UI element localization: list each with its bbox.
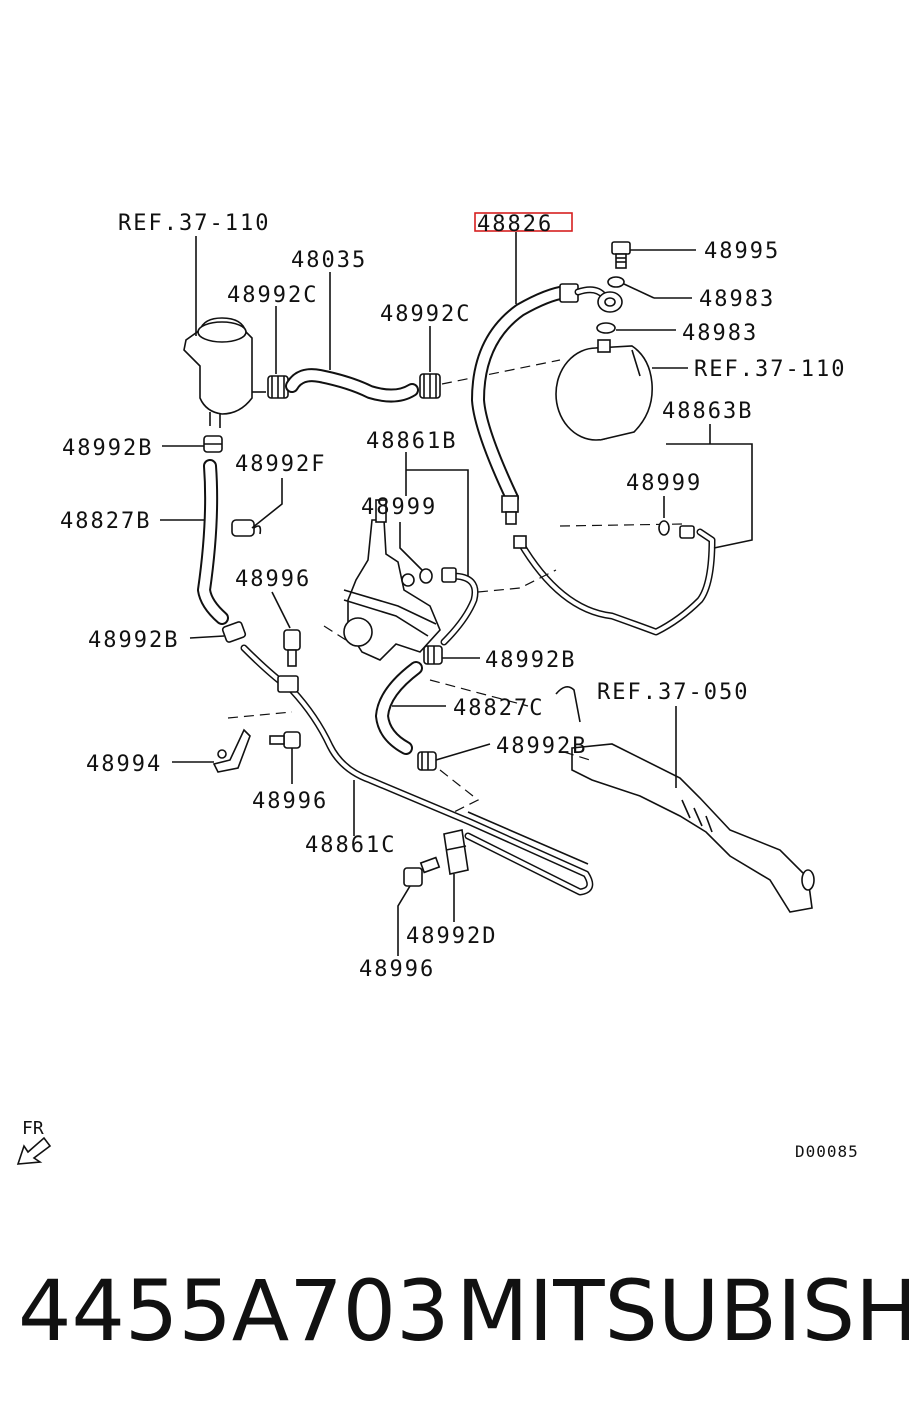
hose-48827c	[375, 661, 423, 755]
leader-48992b-b	[189, 635, 225, 639]
o-ring-48999-a	[419, 568, 433, 584]
hose-48035	[285, 368, 419, 403]
dash-48827c	[429, 679, 529, 707]
clamp-48992f	[231, 519, 262, 537]
part-number: 4455A703	[18, 1262, 450, 1360]
label-48996-a: 48996	[235, 567, 311, 592]
label-48826: 48826	[477, 212, 553, 237]
leader-48999-a	[399, 522, 423, 571]
label-48983-a: 48983	[699, 287, 775, 312]
steering-gearbox	[343, 499, 441, 661]
dash-gear-to-pipe	[477, 569, 557, 593]
clip-48992d	[443, 829, 469, 875]
clamp-48992b-b	[221, 621, 247, 643]
label-ref-37-110-b: REF.37-110	[694, 357, 846, 382]
bracket-48994	[212, 728, 251, 773]
label-48863b: 48863B	[662, 399, 753, 424]
label-48827c: 48827C	[453, 696, 544, 721]
reservoir-tank	[183, 317, 266, 428]
washer-48983-a	[607, 276, 625, 288]
footer: 4455A703 MITSUBISHI	[18, 1262, 909, 1372]
dash-bracket	[227, 711, 293, 719]
label-48983-b: 48983	[682, 321, 758, 346]
label-48992c-a: 48992C	[227, 283, 318, 308]
clamp-48992c-left	[267, 375, 289, 399]
brand-name: MITSUBISHI	[456, 1262, 909, 1360]
label-48992c-b: 48992C	[380, 302, 471, 327]
return-pipe-48863b	[513, 525, 716, 636]
label-48992b-b: 48992B	[88, 628, 179, 653]
leader-48992b-d	[435, 743, 491, 761]
label-48994: 48994	[86, 752, 162, 777]
eye-bolt-48995	[611, 241, 631, 269]
label-48999-a: 48999	[361, 495, 437, 520]
steering-rack	[555, 686, 815, 913]
clamp-48992b-a	[203, 435, 223, 453]
washer-48983-b	[596, 322, 616, 334]
label-ref-37-110-a: REF.37-110	[118, 211, 270, 236]
label-48992f: 48992F	[235, 452, 326, 477]
label-48996-c: 48996	[359, 957, 435, 982]
labels: REF.37-110 48826 48995 48035 48983 48992…	[22, 211, 859, 1161]
bolt-48996-c	[403, 856, 441, 887]
highlight-box-48826	[474, 212, 573, 232]
o-ring-48999-b	[658, 520, 670, 536]
dash-rack	[563, 751, 591, 761]
pipe-48861c	[240, 644, 594, 896]
label-48995: 48995	[704, 239, 780, 264]
leader-48996-a	[271, 591, 291, 629]
clamp-48992c-right	[419, 373, 441, 399]
dash-hose-to-pump	[441, 359, 561, 385]
label-fr: FR	[22, 1118, 44, 1139]
front-arrow-icon	[16, 1136, 52, 1165]
leader-48983-a	[623, 283, 655, 299]
label-48996-b: 48996	[252, 789, 328, 814]
leader-48996-c	[397, 885, 411, 956]
banjo-fitting	[597, 291, 623, 313]
leader-48992f	[251, 478, 283, 529]
dash-gear-left	[323, 625, 347, 641]
label-48827b: 48827B	[60, 509, 151, 534]
dash-pipe-rack	[439, 769, 480, 813]
leader-48863b	[666, 443, 753, 549]
pipe-48861b	[440, 567, 479, 646]
label-48992b-c: 48992B	[485, 648, 576, 673]
label-48992b-a: 48992B	[62, 436, 153, 461]
clamp-48992b-d	[417, 751, 437, 771]
power-steering-pump	[555, 339, 653, 441]
label-48992d: 48992D	[406, 924, 497, 949]
label-ref-37-050: REF.37-050	[597, 680, 749, 705]
clamp-48992b-c	[423, 645, 443, 665]
label-48999-b: 48999	[626, 471, 702, 496]
hose-48827b	[197, 459, 229, 625]
label-48992b-d: 48992B	[496, 734, 587, 759]
bolt-48996-a	[283, 629, 301, 667]
label-48035: 48035	[291, 248, 367, 273]
label-48861b: 48861B	[366, 429, 457, 454]
bolt-48996-b	[269, 731, 301, 749]
drawing-code: D00085	[795, 1142, 859, 1161]
leader-48861b	[406, 469, 469, 576]
label-48861c: 48861C	[305, 833, 396, 858]
